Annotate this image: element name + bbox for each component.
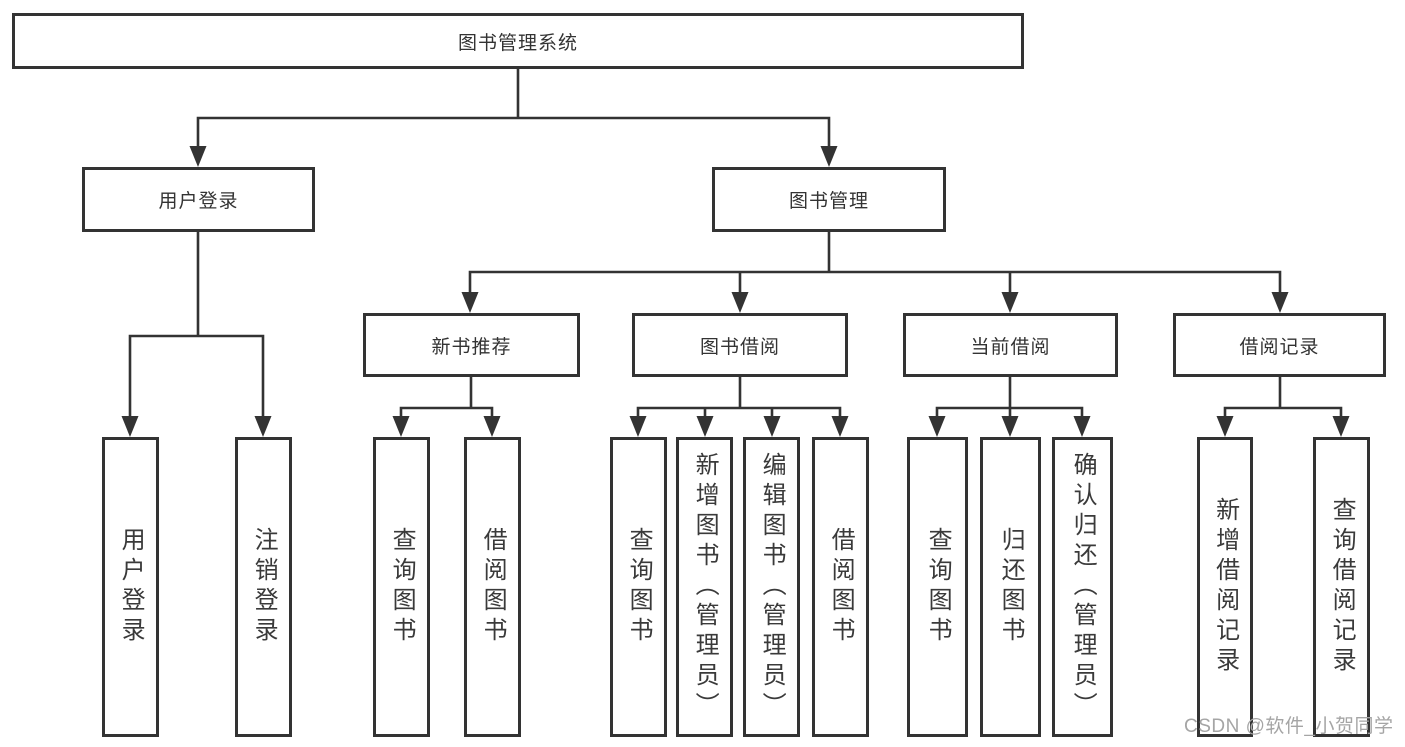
leaf-label: 归还图书	[997, 527, 1025, 647]
leaf-borrow-books: 借阅图书	[812, 437, 869, 737]
node-borrowing-records: 借阅记录	[1173, 313, 1386, 377]
leaf-query-books-recommend: 查询图书	[373, 437, 430, 737]
node-label: 图书借阅	[699, 336, 780, 358]
node-label: 图书管理系统	[457, 32, 578, 54]
csdn-watermark: CSDN @软件_小贺同学	[1184, 716, 1394, 737]
leaf-confirm-return-admin: 确认归还（管理员）	[1052, 437, 1113, 737]
leaf-add-borrow-record: 新增借阅记录	[1197, 437, 1253, 737]
leaf-logout: 注销登录	[235, 437, 292, 737]
leaf-edit-books-admin: 编辑图书（管理员）	[743, 437, 800, 737]
leaf-label: 用户登录	[117, 527, 145, 647]
leaf-label: 查询图书	[388, 527, 416, 647]
leaf-label: 新增借阅记录	[1211, 497, 1239, 677]
leaf-label: 借阅图书	[827, 527, 855, 647]
leaf-label: 查询图书	[924, 527, 952, 647]
leaf-label: 借阅图书	[479, 527, 507, 647]
leaf-query-borrow-record: 查询借阅记录	[1313, 437, 1370, 737]
node-library-management-system: 图书管理系统	[12, 13, 1024, 69]
node-new-book-recommend: 新书推荐	[363, 313, 580, 377]
leaf-return-books: 归还图书	[980, 437, 1041, 737]
node-current-borrowing: 当前借阅	[903, 313, 1118, 377]
node-label: 新书推荐	[431, 336, 512, 358]
leaf-label: 编辑图书（管理员）	[758, 452, 786, 722]
leaf-label: 注销登录	[250, 527, 278, 647]
connector-arrowheads	[121, 146, 1350, 437]
node-book-management: 图书管理	[712, 167, 946, 232]
node-label: 当前借阅	[970, 336, 1051, 358]
node-label: 用户登录	[158, 191, 239, 212]
node-label: 借阅记录	[1239, 336, 1320, 358]
node-label: 图书管理	[788, 191, 869, 212]
leaf-query-books-borrowing: 查询图书	[610, 437, 667, 737]
leaf-add-books-admin: 新增图书（管理员）	[676, 437, 733, 737]
leaf-label: 查询借阅记录	[1328, 497, 1356, 677]
leaf-query-books-current: 查询图书	[907, 437, 968, 737]
connector-paths	[128, 66, 1343, 418]
leaf-label: 查询图书	[625, 527, 653, 647]
node-user-login-group: 用户登录	[82, 167, 315, 232]
leaf-borrow-books-recommend: 借阅图书	[464, 437, 521, 737]
leaf-label: 确认归还（管理员）	[1069, 452, 1097, 722]
leaf-user-login: 用户登录	[102, 437, 159, 737]
node-book-borrowing: 图书借阅	[632, 313, 848, 377]
leaf-label: 新增图书（管理员）	[691, 452, 719, 722]
